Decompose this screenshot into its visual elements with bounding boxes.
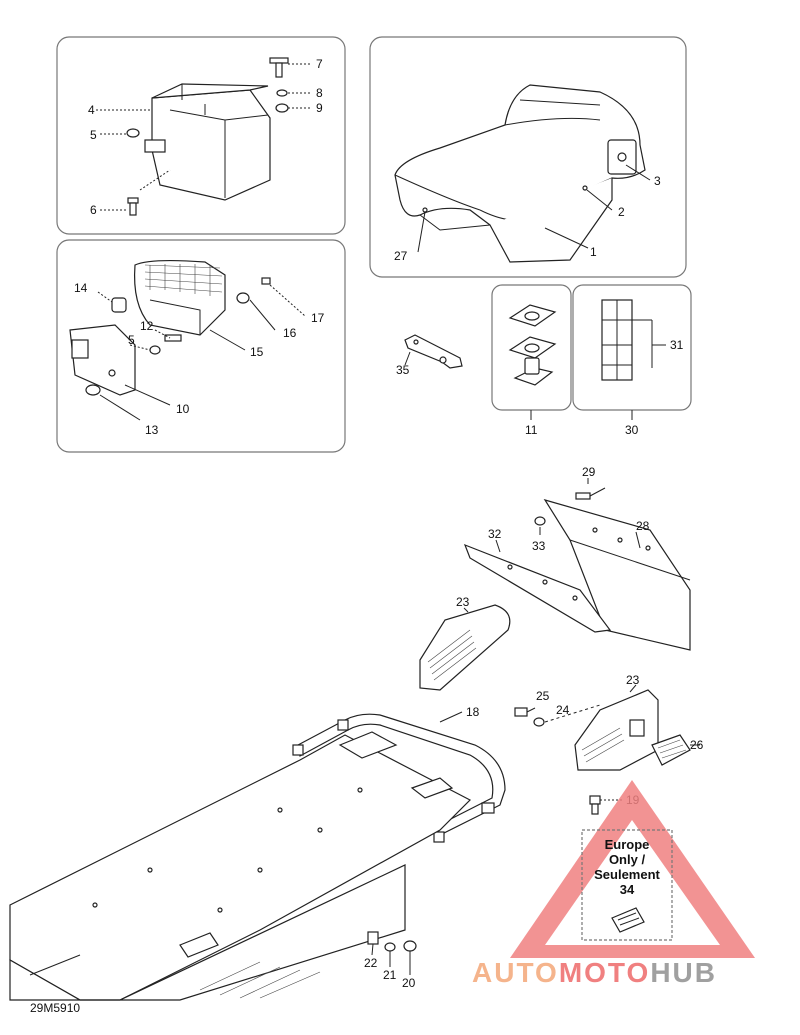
svg-text:AUTOMOTOHUB: AUTOMOTOHUB [472,957,717,988]
callout-13: 13 [145,423,159,437]
callout-34: 34 [620,882,635,897]
callout-10: 10 [176,402,190,416]
callout-35: 35 [396,363,410,377]
callout-7: 7 [316,57,323,71]
seat [394,84,646,263]
callout-25: 25 [536,689,550,703]
taillight-bracket [69,324,136,396]
screw-25 [514,707,528,717]
screw-7 [269,57,289,78]
callout-32: 32 [488,527,502,541]
callout-18: 18 [466,705,480,719]
washer-8 [276,89,288,97]
watermark-logo: AUTOMOTOHUB [472,957,717,988]
callout-15: 15 [250,345,264,359]
decal-set-30 [601,299,633,381]
callout-9: 9 [316,101,323,115]
tunnel [9,731,472,1001]
reinforcement-plate-32 [463,543,612,633]
nut-9 [275,103,289,113]
callout-21: 21 [383,968,397,982]
screw-6 [127,197,139,216]
callout-8: 8 [316,86,323,100]
callout-17: 17 [311,311,325,325]
taillight [133,259,226,336]
callout-6: 6 [90,203,97,217]
side-cover-23-right [574,689,659,771]
note-only: Only / [609,852,646,867]
side-cover-23-left [419,604,511,691]
fasteners-20-22 [367,931,417,952]
callout-23-left: 23 [456,595,470,609]
nut-33 [534,516,546,526]
note-seulement: Seulement [594,867,660,882]
watermark-triangle [510,780,755,958]
callout-31: 31 [670,338,684,352]
screw-29 [575,487,606,500]
callout-16: 16 [283,326,297,340]
watermark-auto: AUTO [472,957,559,988]
bracket-35 [404,334,463,369]
callout-22: 22 [364,956,378,970]
callout-24: 24 [556,703,570,717]
panel-box-group [56,36,346,235]
callout-28: 28 [636,519,650,533]
panel-taillight-group [56,239,346,453]
callout-5-top: 5 [90,128,97,142]
mud-flap-28 [543,498,691,651]
europe-only-box [581,829,673,941]
screw-19 [589,795,601,815]
callout-3: 3 [654,174,661,188]
note-europe: Europe [605,837,650,852]
callout-23-right: 23 [626,673,640,687]
callout-2: 2 [618,205,625,219]
fasteners-taillight [85,277,271,396]
callout-27: 27 [394,249,408,263]
callout-20: 20 [402,976,416,990]
watermark-moto: MOTO [559,957,650,988]
callout-14: 14 [74,281,88,295]
panel-seat-group [369,36,687,278]
callout-4: 4 [88,103,95,117]
callout-29: 29 [582,465,596,479]
grommet-set-11 [508,304,557,386]
watermark-hub: HUB [650,957,717,988]
callout-11: 11 [525,423,538,437]
callout-5-mid: 5 [128,333,135,347]
license-plate-26 [651,734,691,766]
figure-code: 29M5910 [30,1001,80,1015]
callout-30: 30 [625,423,639,437]
reflector-34 [611,907,645,933]
callout-12: 12 [140,319,154,333]
callout-26: 26 [690,738,704,752]
washer-5-top [126,128,140,138]
callout-1: 1 [590,245,597,259]
nut-24 [533,717,545,727]
storage-box [144,83,271,201]
callout-33: 33 [532,539,546,553]
